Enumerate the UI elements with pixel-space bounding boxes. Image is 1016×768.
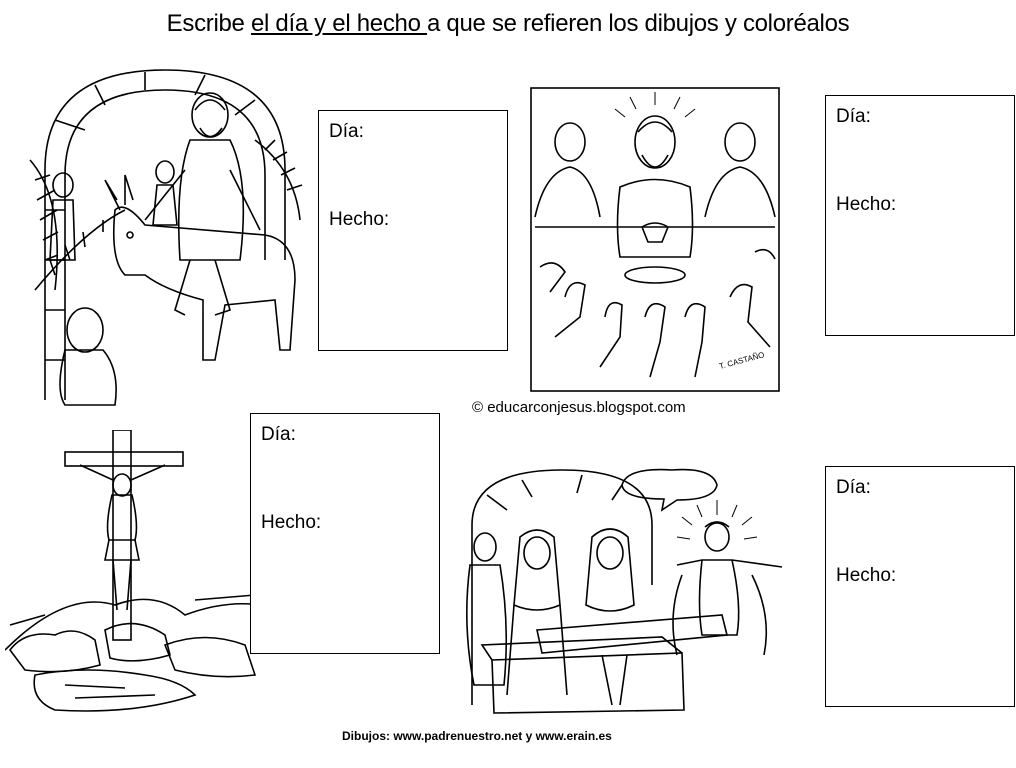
title-suffix: a que se refieren los dibujos y coloréal…	[427, 10, 850, 37]
hecho-label: Hecho:	[329, 209, 390, 230]
copyright-text: © educarconjesus.blogspot.com	[472, 399, 686, 416]
empty-tomb-resurrection-illustration	[452, 455, 802, 715]
hecho-label: Hecho:	[836, 194, 897, 215]
dia-label: Día:	[836, 106, 871, 127]
dia-label: Día:	[836, 477, 871, 498]
last-supper-illustration: T. CASTAÑO	[530, 87, 780, 392]
dia-label: Día:	[261, 424, 296, 445]
palm-sunday-entry-illustration	[25, 60, 310, 410]
answer-box-2[interactable]: Día: Hecho:	[825, 95, 1015, 336]
crucifixion-illustration	[5, 430, 265, 715]
answer-box-3[interactable]: Día: Hecho:	[250, 413, 440, 654]
hecho-label: Hecho:	[836, 565, 897, 586]
artist-signature: T. CASTAÑO	[718, 350, 765, 371]
title-underlined: el día y el hecho	[250, 10, 428, 37]
dia-label: Día:	[329, 121, 364, 142]
image-credits: Dibujos: www.padrenuestro.net y www.erai…	[342, 729, 612, 743]
page-title: Escribe el día y el hecho a que se refie…	[0, 10, 1016, 38]
hecho-label: Hecho:	[261, 512, 322, 533]
answer-box-4[interactable]: Día: Hecho:	[825, 466, 1015, 707]
answer-box-1[interactable]: Día: Hecho:	[318, 110, 508, 351]
title-prefix: Escribe	[166, 10, 251, 37]
